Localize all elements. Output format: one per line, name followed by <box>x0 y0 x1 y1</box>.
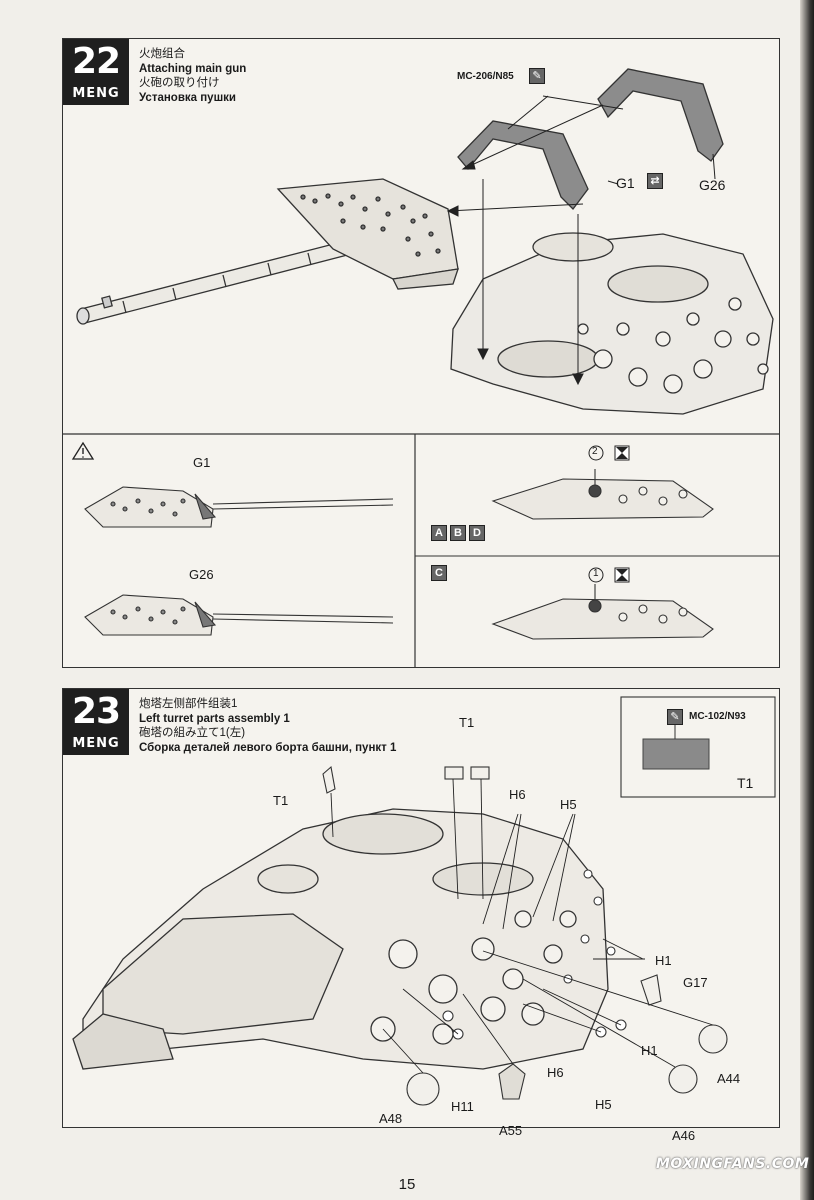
part-label-h11: H11 <box>451 1099 474 1114</box>
step-number-badge: 22 MENG <box>63 39 129 105</box>
warning-triangle-icon <box>71 441 95 460</box>
gun-assembly-illustration <box>63 68 779 667</box>
step-title-block: 炮塔左侧部件组装1 Left turret parts assembly 1 砲… <box>139 697 396 755</box>
part-label-h1-right: H1 <box>655 953 672 968</box>
turret-body <box>72 808 609 1070</box>
title-russian: Сборка деталей левого борта башни, пункт… <box>139 741 397 754</box>
page-number: 15 <box>398 1176 416 1193</box>
site-watermark: MOXINGFANS.COM <box>656 1156 810 1172</box>
title-chinese: 炮塔左侧部件组装1 <box>139 698 238 710</box>
main-gun-barrel <box>76 238 356 325</box>
marker-circle-1 <box>588 567 604 583</box>
turret-body <box>450 232 774 415</box>
part-label-h5-low: H5 <box>595 1097 612 1112</box>
title-japanese: 砲塔の組み立て1(左) <box>139 727 246 739</box>
decal-swap-icon: ⇄ <box>647 173 663 189</box>
part-label-h6-top: H6 <box>509 787 526 802</box>
part-label-a48: A48 <box>379 1111 403 1126</box>
part-label-g1: G1 <box>616 175 635 191</box>
paint-brush-icon: ✎ <box>667 709 683 725</box>
marker-number-2: 2 <box>592 446 598 457</box>
assembly-arrows <box>330 778 714 1074</box>
hourglass-icon-2 <box>614 445 630 461</box>
brand-logo: MENG <box>72 736 120 751</box>
assembly-arrows <box>446 95 716 386</box>
turret-left-side-illustration <box>72 696 776 1106</box>
part-label-h1-low: H1 <box>641 1043 658 1058</box>
title-japanese: 火砲の取り付け <box>139 77 220 89</box>
detail-view-g26 <box>84 594 394 636</box>
marker-number-1: 1 <box>593 568 599 579</box>
part-label-t1-top: T1 <box>459 715 475 730</box>
page-binding-edge <box>800 0 814 1200</box>
step-number: 23 <box>71 691 121 732</box>
variant-badge-b: B <box>450 525 466 541</box>
paint-swatch <box>642 738 710 770</box>
step-22-panel: 22 MENG 火炮组合 Attaching main gun 火砲の取り付け … <box>62 38 780 668</box>
part-label-h6-low: H6 <box>547 1065 564 1080</box>
step-number: 22 <box>71 41 121 82</box>
part-label-t1-left: T1 <box>273 793 289 808</box>
armor-plate-g26 <box>597 68 724 162</box>
variant-badge-c: C <box>431 565 447 581</box>
paint-code-label: MC-102/N93 <box>689 711 746 722</box>
title-english: Attaching main gun <box>139 62 247 75</box>
brand-logo: MENG <box>72 86 120 101</box>
part-label-a55: A55 <box>499 1123 523 1138</box>
step-number-badge: 23 MENG <box>63 689 129 755</box>
title-russian: Установка пушки <box>139 91 236 104</box>
detail-view-c <box>491 584 714 640</box>
armor-plate-g1 <box>457 120 589 210</box>
loose-parts <box>322 765 728 1106</box>
detail-label-g1: G1 <box>193 455 211 470</box>
hourglass-icon-1 <box>614 567 630 583</box>
detail-label-g26: G26 <box>189 567 214 582</box>
part-label-g26: G26 <box>699 177 726 193</box>
part-label-a44: A44 <box>717 1071 741 1086</box>
paint-brush-icon: ✎ <box>529 68 545 84</box>
detail-view-abd <box>491 469 714 520</box>
paint-inset-box <box>620 696 776 798</box>
part-label-a46: A46 <box>672 1128 696 1143</box>
variant-badge-d: D <box>469 525 485 541</box>
step-23-panel: 23 MENG 炮塔左侧部件组装1 Left turret parts asse… <box>62 688 780 1138</box>
step-title-block: 火炮组合 Attaching main gun 火砲の取り付け Установк… <box>139 47 246 105</box>
paint-code-label: MC-206/N85 <box>457 71 514 82</box>
title-english: Left turret parts assembly 1 <box>139 712 290 725</box>
inset-part-label: T1 <box>737 775 754 791</box>
gun-mantlet <box>276 178 459 290</box>
marker-circle-2 <box>588 445 604 461</box>
detail-view-g1 <box>84 486 394 528</box>
title-chinese: 火炮组合 <box>139 48 185 60</box>
part-label-g17: G17 <box>683 975 708 990</box>
part-label-h5-top: H5 <box>560 797 577 812</box>
variant-badge-a: A <box>431 525 447 541</box>
